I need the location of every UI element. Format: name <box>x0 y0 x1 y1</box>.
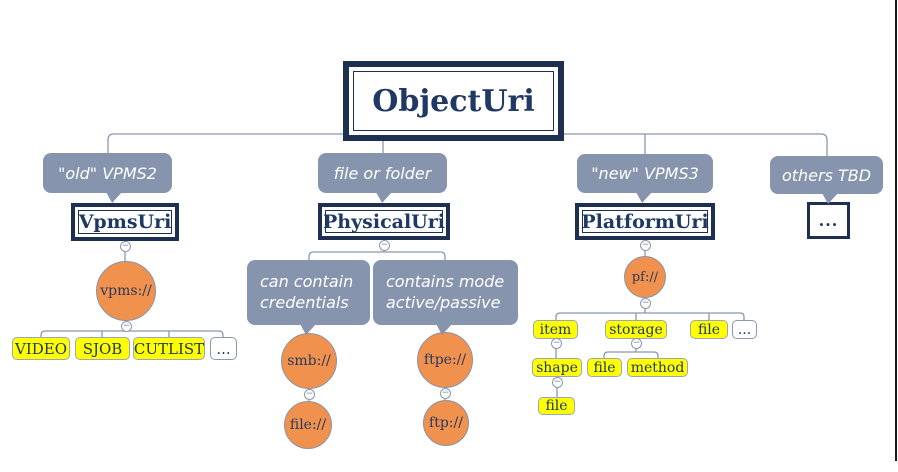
collapse-toggle-icon[interactable]: − <box>440 388 451 399</box>
circle-file-scheme[interactable]: file:// <box>284 401 332 449</box>
leaf-cutlist[interactable]: CUTLIST <box>133 337 205 360</box>
leaf-sjob-label: SJOB <box>82 339 123 358</box>
callout-tail <box>822 193 838 204</box>
circle-smb-label: smb:// <box>287 353 331 369</box>
leaf-cutlist-label: CUTLIST <box>133 339 205 358</box>
leaf-storage-file[interactable]: file <box>587 358 622 377</box>
callout-new-vpms3-label: "new" VPMS3 <box>591 164 699 183</box>
callout-tail <box>106 192 122 203</box>
callout-others-tbd-label: others TBD <box>781 165 872 185</box>
node-objecturi[interactable]: ObjectUri <box>343 61 564 141</box>
collapse-toggle-icon[interactable]: − <box>120 241 131 252</box>
leaf-item[interactable]: item <box>533 320 578 339</box>
node-platformuri-label: PlatformUri <box>581 210 709 233</box>
circle-file-label: file:// <box>289 417 327 433</box>
circle-pf-scheme[interactable]: pf:// <box>624 256 666 298</box>
leaf-method-label: method <box>630 359 685 376</box>
leaf-ellipsis-label: ... <box>216 339 231 358</box>
collapse-toggle-icon[interactable]: − <box>304 389 315 400</box>
callout-tail <box>376 192 392 203</box>
leaf-ellipsis[interactable]: ... <box>210 337 237 360</box>
leaf-video[interactable]: VIDEO <box>12 337 70 360</box>
callout-old-vpms2-label: "old" VPMS2 <box>58 163 157 183</box>
node-objecturi-label: ObjectUri <box>372 83 535 119</box>
collapse-toggle-icon[interactable]: − <box>640 298 651 309</box>
leaf-file-label: file <box>697 321 721 338</box>
circle-ftpe-scheme[interactable]: ftpe:// <box>417 332 473 388</box>
leaf-storage[interactable]: storage <box>605 320 667 339</box>
collapse-toggle-icon[interactable]: − <box>640 240 651 251</box>
callout-can-contain-credentials-label: can contain credentials <box>260 271 354 312</box>
callout-contains-mode[interactable]: contains mode active/passive <box>373 260 518 325</box>
circle-pf-label: pf:// <box>631 269 659 285</box>
collapse-toggle-icon[interactable]: − <box>121 321 132 332</box>
node-others-ellipsis-label: ... <box>818 211 839 230</box>
leaf-file[interactable]: file <box>690 320 728 339</box>
callout-file-or-folder-label: file or folder <box>333 163 432 183</box>
leaf-item-label: item <box>539 321 572 338</box>
leaf-video-label: VIDEO <box>14 339 68 358</box>
leaf-ellipsis-label: ... <box>737 321 752 338</box>
node-others-ellipsis[interactable]: ... <box>807 202 850 239</box>
node-vpmsuri-label: VpmsUri <box>78 211 172 233</box>
callout-tail <box>300 324 316 335</box>
callout-old-vpms2[interactable]: "old" VPMS2 <box>43 153 172 193</box>
leaf-shape-file[interactable]: file <box>538 397 575 415</box>
callout-tail <box>436 324 452 335</box>
node-physicaluri-label: PhysicalUri <box>323 210 445 233</box>
leaf-shape[interactable]: shape <box>532 358 582 377</box>
collapse-toggle-icon[interactable]: − <box>631 338 642 349</box>
window-right-edge <box>895 0 897 461</box>
leaf-shape-file-label: file <box>545 398 568 414</box>
leaf-method[interactable]: method <box>627 358 688 377</box>
leaf-storage-file-label: file <box>593 359 616 376</box>
collapse-toggle-icon[interactable]: − <box>552 377 563 388</box>
circle-ftpe-label: ftpe:// <box>423 352 467 368</box>
circle-vpms-scheme[interactable]: vpms:// <box>96 261 156 321</box>
callout-new-vpms3[interactable]: "new" VPMS3 <box>577 154 713 193</box>
leaf-shape-label: shape <box>536 359 578 376</box>
callout-tail <box>636 192 652 203</box>
circle-ftp-label: ftp:// <box>429 415 463 431</box>
callout-file-or-folder[interactable]: file or folder <box>318 153 447 193</box>
callout-others-tbd[interactable]: others TBD <box>770 156 883 194</box>
node-physicaluri[interactable]: PhysicalUri <box>318 203 450 240</box>
leaf-storage-label: storage <box>609 321 663 338</box>
circle-ftp-scheme[interactable]: ftp:// <box>423 400 469 446</box>
leaf-sjob[interactable]: SJOB <box>75 337 130 360</box>
node-platformuri[interactable]: PlatformUri <box>575 203 715 240</box>
callout-contains-mode-label: contains mode active/passive <box>386 271 505 312</box>
circle-vpms-label: vpms:// <box>100 283 152 299</box>
node-vpmsuri[interactable]: VpmsUri <box>71 203 179 241</box>
collapse-toggle-icon[interactable]: − <box>551 338 562 349</box>
leaf-ellipsis[interactable]: ... <box>732 320 757 339</box>
circle-smb-scheme[interactable]: smb:// <box>281 333 337 389</box>
collapse-toggle-icon[interactable]: − <box>379 240 390 251</box>
callout-can-contain-credentials[interactable]: can contain credentials <box>247 260 370 325</box>
